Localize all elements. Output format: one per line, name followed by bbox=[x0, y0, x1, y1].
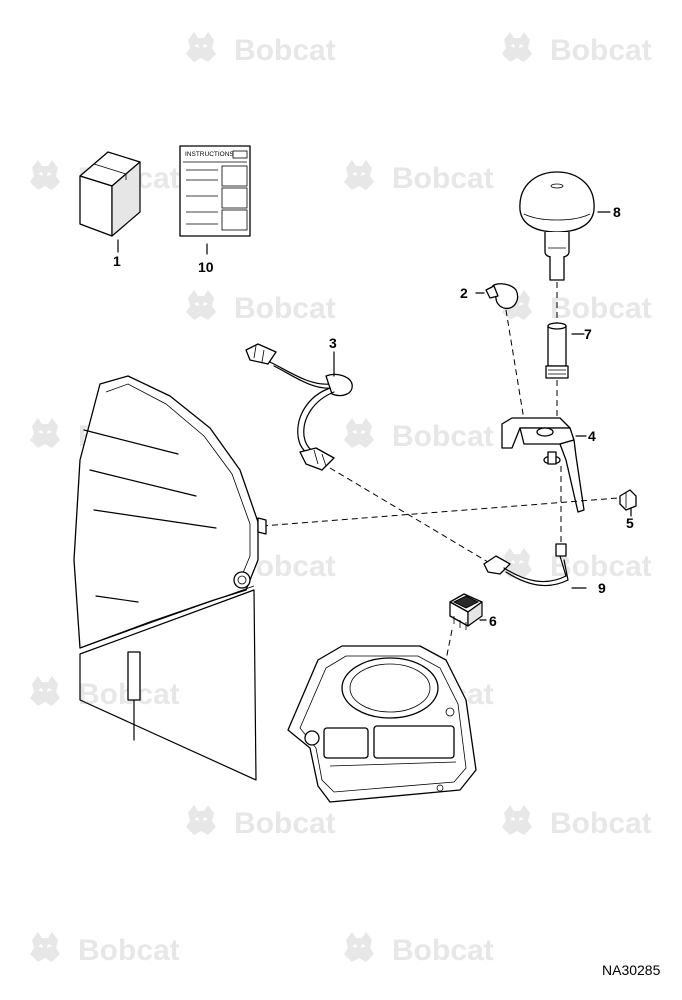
watermark-text: Bobcat bbox=[550, 807, 652, 840]
part-2-clip bbox=[475, 283, 525, 421]
watermark-text: Bobcat bbox=[234, 292, 336, 325]
watermark-text: Bobcat bbox=[392, 162, 494, 195]
callout-1: 1 bbox=[113, 253, 121, 269]
part-9-wire bbox=[329, 466, 587, 589]
loader-side-panel bbox=[73, 375, 267, 781]
watermark-text: Bobcat bbox=[550, 34, 652, 67]
part-5-bolt bbox=[261, 489, 637, 527]
callout-8: 8 bbox=[613, 204, 621, 220]
callout-9: 9 bbox=[598, 580, 606, 596]
callout-2: 2 bbox=[460, 285, 468, 301]
watermark-text: Bobcat bbox=[234, 34, 336, 67]
instructions-title: INSTRUCTIONS bbox=[185, 151, 234, 158]
part-4-bracket bbox=[501, 417, 587, 513]
part-6-switch bbox=[437, 593, 487, 701]
bobcat-head-icon bbox=[344, 160, 374, 190]
callout-7: 7 bbox=[584, 326, 592, 342]
watermark-text: Bobcat bbox=[550, 292, 652, 325]
part-10-instructions: INSTRUCTIONS bbox=[179, 145, 251, 255]
part-8-beacon bbox=[519, 171, 611, 324]
watermark-text: Bobcat bbox=[234, 807, 336, 840]
callout-5: 5 bbox=[626, 515, 634, 531]
watermark-text: Bobcat bbox=[392, 934, 494, 967]
callout-4: 4 bbox=[588, 428, 596, 444]
callout-3: 3 bbox=[329, 335, 337, 351]
bobcat-head-icon bbox=[186, 32, 216, 62]
part-3-harness bbox=[245, 343, 353, 471]
figure-id: NA30285 bbox=[602, 962, 661, 978]
bobcat-head-icon bbox=[30, 676, 60, 706]
bobcat-head-icon bbox=[344, 418, 374, 448]
bobcat-head-icon bbox=[344, 932, 374, 962]
callout-labels: 1 10 2 3 4 5 6 7 8 9 bbox=[113, 204, 634, 629]
callout-6: 6 bbox=[489, 613, 497, 629]
part-1-box bbox=[79, 151, 141, 253]
bobcat-head-icon bbox=[30, 160, 60, 190]
part-7-post bbox=[545, 322, 585, 422]
bobcat-head-icon bbox=[186, 805, 216, 835]
callout-10: 10 bbox=[198, 259, 214, 275]
bobcat-head-icon bbox=[502, 805, 532, 835]
dash-panel-housing bbox=[287, 645, 477, 803]
bobcat-head-icon bbox=[502, 32, 532, 62]
watermark-text: Bobcat bbox=[78, 934, 180, 967]
bobcat-head-icon bbox=[30, 418, 60, 448]
bobcat-head-icon bbox=[186, 290, 216, 320]
bobcat-head-icon bbox=[30, 932, 60, 962]
watermark-text: Bobcat bbox=[392, 420, 494, 453]
